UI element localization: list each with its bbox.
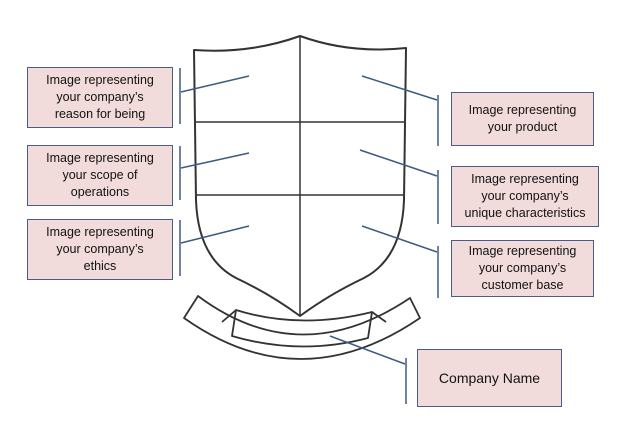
banner-ribbon bbox=[183, 295, 421, 360]
label-line: unique characteristics bbox=[464, 206, 586, 220]
label-line: your company’s bbox=[56, 242, 144, 256]
label-line: reason for being bbox=[54, 107, 146, 121]
connector-left-bottom bbox=[180, 225, 250, 244]
label-line: ethics bbox=[83, 259, 117, 273]
label-ethics: Image representing your company’s ethics bbox=[27, 219, 173, 280]
label-line: your scope of bbox=[62, 168, 138, 182]
label-line: Image representing bbox=[468, 103, 577, 117]
banner-front-band bbox=[231, 309, 373, 348]
label-line: Image representing bbox=[468, 244, 577, 258]
label-line: your company’s bbox=[56, 90, 144, 104]
connectors bbox=[179, 68, 439, 404]
label-customer-base: Image representing your company’s custom… bbox=[451, 240, 594, 297]
label-scope-of-operations: Image representing your scope of operati… bbox=[27, 145, 173, 206]
label-reason-for-being: Image representing your company’s reason… bbox=[27, 67, 173, 128]
label-line: your company’s bbox=[481, 189, 569, 203]
label-product: Image representing your product bbox=[451, 92, 594, 146]
connector-right-bottom bbox=[361, 225, 438, 253]
label-company-name: Company Name bbox=[417, 349, 562, 407]
label-line: your company’s bbox=[478, 261, 567, 275]
label-line: Image representing bbox=[46, 151, 154, 165]
company-name-text: Company Name bbox=[438, 369, 541, 386]
connector-company-name bbox=[329, 335, 406, 365]
label-line: operations bbox=[70, 185, 130, 199]
label-line: Image representing bbox=[471, 172, 579, 186]
banner-fold-left bbox=[221, 309, 237, 323]
label-line: customer base bbox=[481, 278, 564, 292]
connector-left-middle bbox=[180, 152, 250, 169]
banner-fold-right bbox=[371, 311, 387, 323]
label-line: Image representing bbox=[46, 73, 154, 87]
label-line: Image representing bbox=[46, 225, 154, 239]
connector-left-top bbox=[180, 75, 250, 93]
connector-right-middle bbox=[359, 149, 438, 177]
label-line: your product bbox=[487, 120, 558, 134]
connector-right-top bbox=[361, 75, 438, 101]
label-unique-characteristics: Image representing your company’s unique… bbox=[451, 166, 599, 227]
banner-back-arc bbox=[183, 295, 421, 360]
